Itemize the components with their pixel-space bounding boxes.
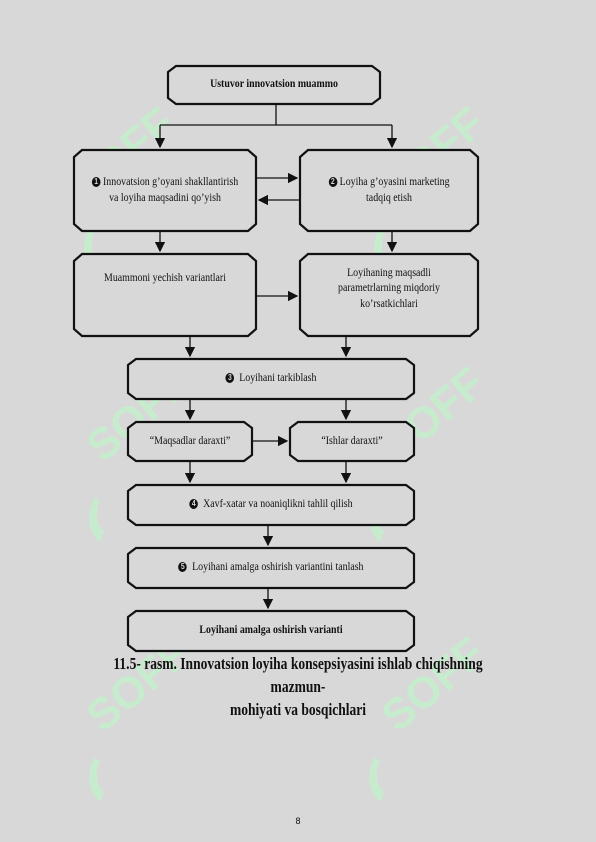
top-box: Ustuvor innovatsion muammo	[183, 66, 365, 104]
variants-box: Muammoni yechish variantlari	[90, 254, 240, 304]
bottom-box: Loyihani amalga oshirish varianti	[148, 611, 394, 651]
works-tree-box: “Ishlar daraxti”	[299, 422, 406, 461]
box4-label: Xavf-xatar va noaniqlikni tahlil qilish	[203, 498, 353, 511]
variants-box-shape	[72, 252, 258, 338]
goals-tree-label: “Maqsadlar daraxti”	[149, 434, 231, 447]
params-label: Loyihaning maqsadli parametrlarning miqd…	[338, 266, 440, 310]
box1-shape	[72, 148, 258, 233]
box-5-variant-selection: 5 Loyihani amalga oshirish variantini ta…	[148, 548, 394, 588]
step-number-badge: 1	[91, 176, 101, 187]
box4-shape	[126, 483, 416, 527]
goals-tree-box: “Maqsadlar daraxti”	[137, 422, 244, 461]
caption-line-1: 11.5- rasm. Innovatsion loyiha konsepsiy…	[113, 654, 483, 696]
variants-label: Muammoni yechish variantlari	[104, 272, 226, 285]
box1-label: Innovatsion g’oyani shakllantirish va lo…	[103, 175, 239, 204]
step-number-badge: 3	[225, 373, 235, 384]
caption-line-2: mohiyati va bosqichlari	[229, 700, 367, 719]
box3-label: Loyihani tarkiblash	[239, 372, 317, 385]
page-number: 8	[295, 816, 301, 826]
box3-shape	[126, 357, 416, 401]
top-box-shape	[166, 64, 382, 106]
figure-caption: 11.5- rasm. Innovatsion loyiha konsepsiy…	[111, 652, 485, 721]
works-tree-shape	[288, 420, 416, 463]
box3-content: 3 Loyihani tarkiblash	[225, 371, 317, 387]
works-tree-label: “Ishlar daraxti”	[321, 434, 383, 447]
bottom-box-label: Loyihani amalga oshirish varianti	[199, 624, 343, 637]
box5-shape	[126, 546, 416, 590]
box-4-risk-analysis: 4 Xavf-xatar va noaniqlikni tahlil qilis…	[148, 485, 394, 525]
step-number-badge: 5	[178, 562, 188, 573]
top-box-label: Ustuvor innovatsion muammo	[210, 78, 338, 91]
box2-label: Loyiha g’oyasini marketing tadqiq etish	[339, 175, 450, 204]
goals-tree-shape	[126, 420, 254, 463]
step-number-badge: 4	[189, 499, 199, 510]
params-box-shape	[298, 252, 480, 338]
box4-content: 4 Xavf-xatar va noaniqlikni tahlil qilis…	[189, 497, 353, 513]
box5-content: 5 Loyihani amalga oshirish variantini ta…	[178, 560, 364, 576]
bottom-box-shape	[126, 609, 416, 653]
step-number-badge: 2	[328, 176, 338, 187]
box5-label: Loyihani amalga oshirish variantini tanl…	[192, 561, 364, 574]
box2-shape	[298, 148, 480, 233]
params-box: Loyihaning maqsadli parametrlarning miqd…	[316, 254, 462, 324]
box-3-structuring: 3 Loyihani tarkiblash	[148, 359, 394, 399]
